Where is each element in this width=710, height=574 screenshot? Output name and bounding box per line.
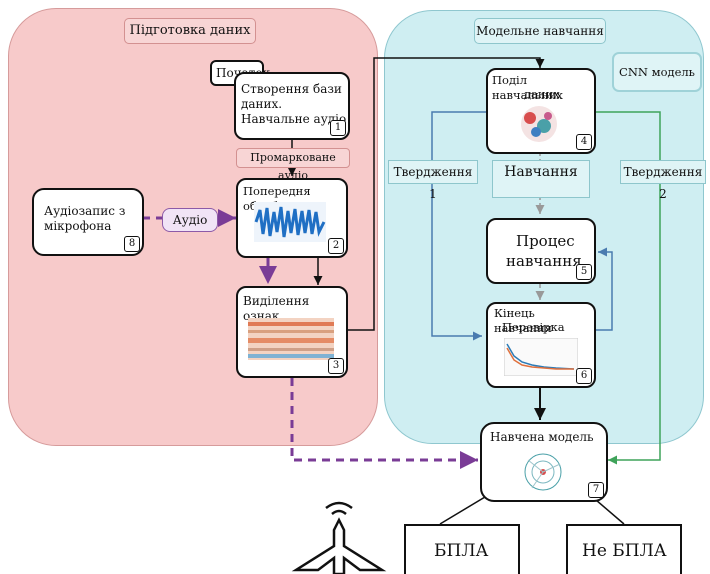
not-uav-output: Не БПЛА: [566, 524, 682, 574]
end-line1: Кінець навчання: [494, 306, 553, 335]
process-line2: навчання: [506, 252, 582, 270]
assertion-2-label: Твердження 2: [620, 160, 706, 201]
microphone-audio-node: Аудіозапис з мікрофона 8: [32, 188, 144, 256]
audio-source-line1: Аудіозапис з: [44, 204, 126, 218]
create-database-node: Створення бази даних. Навчальне аудіо 1: [234, 72, 350, 140]
split-line1: Поділ навчальних: [492, 73, 563, 102]
create-db-line2: даних.: [241, 97, 283, 111]
model-training-title: Модельне навчання: [474, 18, 606, 44]
training-process-node: Процес навчання 5: [486, 218, 596, 284]
loss-chart-image: [504, 338, 578, 376]
network-graph-image: [524, 453, 562, 491]
step-number: 1: [330, 120, 346, 136]
audio-label-tag: Аудіо: [162, 208, 218, 232]
end-line2: Перевірка: [502, 320, 565, 334]
cnn-model-tag: CNN модель: [612, 52, 702, 92]
drone-icon: [291, 501, 387, 574]
feature-extraction-node: Виділення ознак 3: [236, 286, 348, 378]
data-cluster-image: [521, 106, 557, 142]
trained-model-node: Навчена модель 7: [480, 422, 608, 502]
step-number: 2: [328, 238, 344, 254]
create-db-line1: Створення бази: [241, 82, 342, 96]
preprocessing-node: Попередня обробка 2: [236, 178, 348, 258]
create-db-line3: Навчальне аудіо: [241, 112, 347, 126]
trained-model-label: Навчена модель: [490, 430, 594, 444]
step-number: 8: [124, 236, 140, 252]
spectrogram-image: [248, 318, 334, 360]
step-number: 6: [576, 368, 592, 384]
step-number: 7: [588, 482, 604, 498]
not-uav-label: Не БПЛА: [582, 541, 667, 561]
training-label: Навчання: [492, 160, 590, 198]
waveform-image: [254, 202, 326, 242]
audio-source-line2: мікрофона: [44, 219, 112, 233]
assertion-1-label: Твердження 1: [388, 160, 478, 201]
step-number: 4: [576, 134, 592, 150]
step-number: 3: [328, 358, 344, 374]
labeled-audio-tag: Промарковане аудіо: [236, 148, 350, 182]
split-line2: даних: [524, 87, 560, 101]
training-end-node: Кінець навчання Перевірка 6: [486, 302, 596, 388]
step-number: 5: [576, 264, 592, 280]
uav-output: БПЛА: [404, 524, 520, 574]
data-preparation-title: Підготовка даних: [124, 18, 256, 44]
data-split-node: Поділ навчальних даних 4: [486, 68, 596, 154]
uav-label: БПЛА: [434, 541, 489, 561]
process-line1: Процес: [516, 232, 575, 250]
